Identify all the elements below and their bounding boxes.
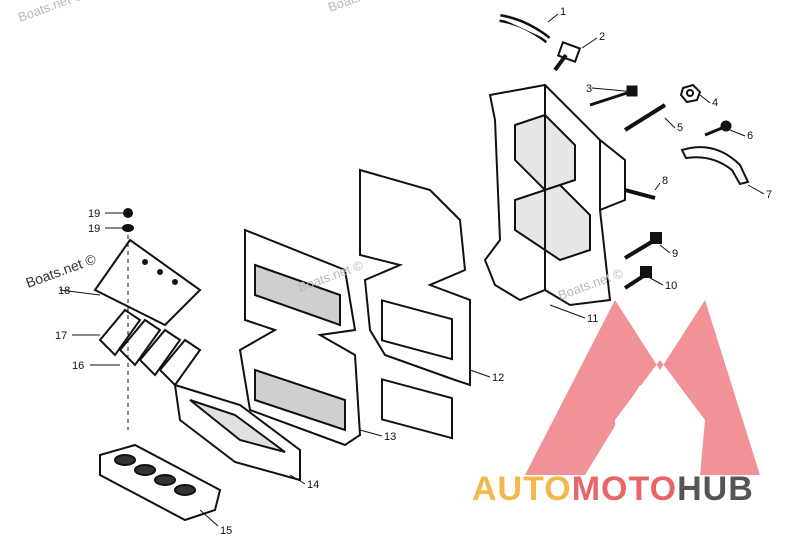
callout-14: 14	[307, 479, 319, 491]
watermark-top-right: Boats.net ©	[326, 0, 396, 15]
callout-5: 5	[677, 122, 683, 134]
leader-lines	[59, 13, 765, 527]
callout-6: 6	[747, 130, 753, 142]
part-5-stud	[623, 103, 667, 132]
callout-18: 18	[58, 285, 70, 297]
part-6-screw	[704, 120, 732, 137]
part-7-clamp	[680, 146, 750, 186]
callout-15: 15	[220, 525, 232, 537]
callout-11: 11	[587, 313, 598, 325]
part-18-reed-stop	[93, 238, 202, 327]
callout-17: 17	[55, 330, 67, 342]
part-2-fitting	[553, 41, 582, 72]
callout-19-bottom: 19	[88, 223, 100, 235]
part-11-manifold	[483, 83, 626, 307]
callout-9: 9	[672, 248, 678, 260]
brand-part-hub: HUB	[677, 470, 754, 508]
callout-13: 13	[384, 431, 396, 443]
part-19-screw-washer	[122, 208, 134, 232]
part-1-hose	[499, 14, 551, 44]
watermark-top: Boats.net ©	[16, 0, 86, 25]
part-9-bolt	[623, 232, 662, 260]
part-12-gasket	[359, 168, 471, 440]
brand-wordmark: AUTOMOTOHUB	[472, 470, 754, 509]
callout-2: 2	[599, 31, 605, 43]
logo-triangle-icon	[525, 300, 760, 475]
part-4-nut	[679, 83, 702, 104]
part-13-reed-plate	[238, 228, 362, 447]
brand-part-moto: MOTO	[571, 470, 678, 508]
callout-16: 16	[72, 360, 84, 372]
callout-3: 3	[586, 83, 592, 95]
part-15-reed-block	[99, 443, 222, 522]
callout-1: 1	[560, 6, 566, 18]
callout-19-top: 19	[88, 208, 100, 220]
brand-part-auto: AUTO	[472, 470, 572, 508]
callout-12: 12	[492, 372, 504, 384]
part-16-reed-petals	[98, 308, 202, 387]
callout-10: 10	[665, 280, 677, 292]
callout-labels: 1 2 3 4 5 6 7 8 9 10 11 12 13 14 15 16 1…	[55, 6, 772, 537]
callout-7: 7	[766, 189, 772, 201]
part-8-stud	[624, 188, 656, 200]
callout-4: 4	[712, 97, 718, 109]
part-14-reed-cage	[173, 383, 301, 482]
callout-8: 8	[662, 175, 668, 187]
part-10-bolt	[623, 266, 652, 290]
